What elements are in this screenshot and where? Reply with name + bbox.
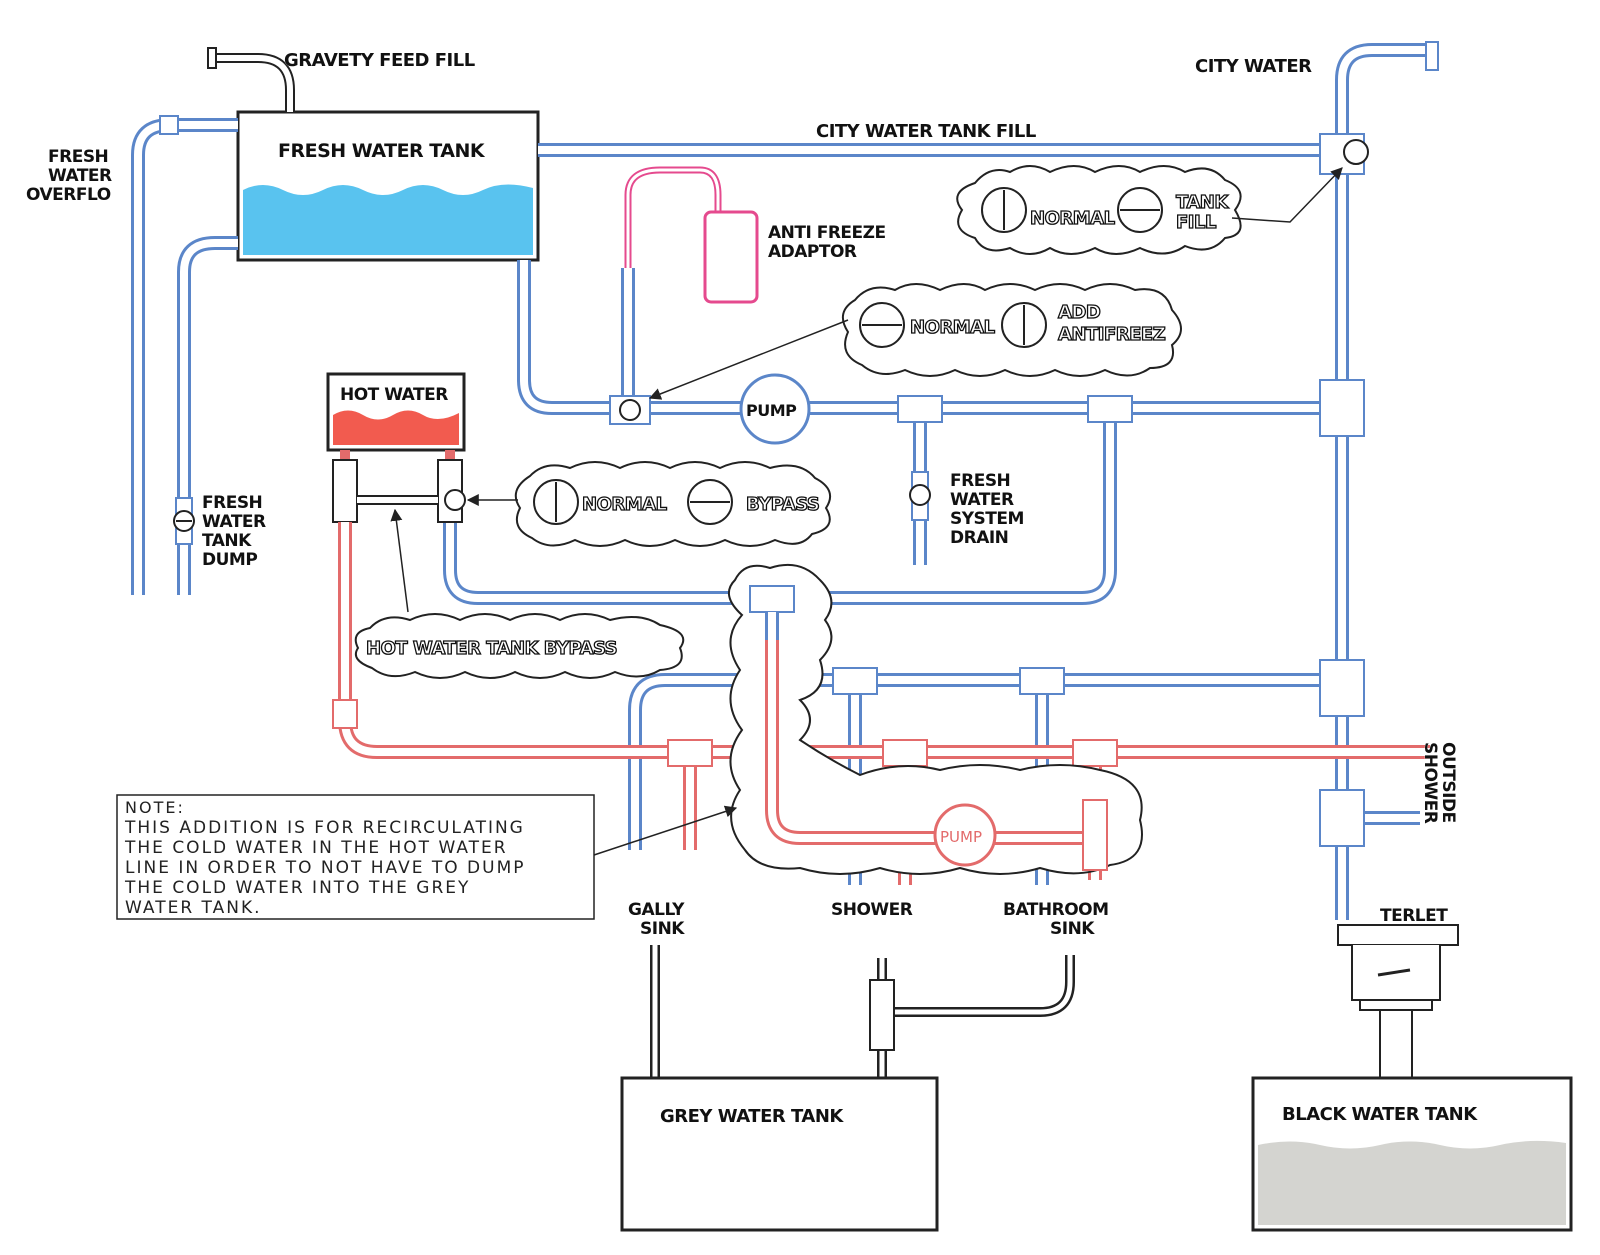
pump-label: PUMP	[746, 401, 797, 420]
fresh-water-overflo-label: FRESH WATER OVERFLO	[26, 147, 113, 205]
recirculation-pump-label: PUMP	[940, 828, 982, 846]
svg-text:WATER: WATER	[48, 166, 112, 186]
gally-sink-label: GALLY SINK	[628, 900, 686, 939]
svg-text:TANK: TANK	[202, 531, 252, 551]
fresh-water-overflow-pipe	[131, 115, 238, 595]
bathroom-sink-label: BATHROOM SINK	[1003, 900, 1109, 939]
svg-text:NORMAL: NORMAL	[1030, 208, 1115, 229]
hot-water-tank-bypass-callout: HOT WATER TANK BYPASS	[354, 508, 685, 679]
svg-text:GALLY: GALLY	[628, 900, 685, 920]
outside-shower-label: OUTSIDE SHOWER	[1420, 742, 1458, 824]
city-fill-valve-callout: NORMAL TANK FILL	[956, 165, 1343, 255]
svg-text:BYPASS: BYPASS	[746, 494, 819, 515]
toilet	[1337, 924, 1459, 1078]
city-fill-valve-icon	[1343, 139, 1369, 165]
bypass-valve-icon	[444, 489, 466, 511]
fresh-water-tank-dump-label: FRESH WATER TANK DUMP	[202, 493, 267, 570]
svg-text:ADD: ADD	[1058, 302, 1100, 323]
hot-water-tank: HOT WATER	[326, 372, 466, 452]
svg-text:ADAPTOR: ADAPTOR	[768, 242, 857, 262]
city-water-label: CITY WATER	[1195, 56, 1312, 77]
fresh-water-tank-label: FRESH WATER TANK	[278, 140, 486, 162]
hot-water-bypass	[332, 450, 466, 523]
svg-text:LINE IN ORDER TO NOT HAVE TO D: LINE IN ORDER TO NOT HAVE TO DUMP	[125, 858, 526, 878]
svg-text:DUMP: DUMP	[202, 550, 257, 570]
pump: PUMP	[739, 373, 811, 445]
city-water-inlet: CITY WATER	[1195, 41, 1439, 920]
anti-freeze-adaptor: ANTI FREEZE ADAPTOR	[624, 166, 886, 304]
bypass-valve-callout: NORMAL BYPASS	[466, 461, 832, 547]
svg-text:ANTIFREEZ: ANTIFREEZ	[1058, 324, 1166, 345]
svg-text:FRESH: FRESH	[48, 147, 108, 167]
antifreeze-valve-callout: NORMAL ADD ANTIFREEZ	[648, 283, 1182, 400]
grey-water-tank: GREY WATER TANK	[620, 1076, 939, 1232]
svg-text:OVERFLO: OVERFLO	[26, 185, 111, 205]
cold-branch-main	[628, 379, 1365, 885]
city-water-tank-fill-label: CITY WATER TANK FILL	[816, 121, 1036, 142]
gravity-feed-fill-label: GRAVETY FEED FILL	[284, 50, 475, 71]
svg-text:DRAIN: DRAIN	[950, 528, 1008, 548]
svg-text:SYSTEM: SYSTEM	[950, 509, 1024, 529]
svg-text:THE COLD WATER INTO THE GREY: THE COLD WATER INTO THE GREY	[124, 878, 470, 898]
fresh-tank-supply-line	[517, 260, 1342, 425]
note-box: NOTE: THIS ADDITION IS FOR RECIRCULATING…	[116, 794, 738, 920]
grey-water-tank-label: GREY WATER TANK	[660, 1106, 844, 1127]
svg-text:SINK: SINK	[1050, 919, 1095, 939]
grey-drain-piping	[650, 945, 1075, 1078]
svg-text:ANTI FREEZE: ANTI FREEZE	[768, 223, 886, 243]
svg-text:BATHROOM: BATHROOM	[1003, 900, 1109, 920]
antifreeze-valve-icon	[619, 399, 641, 421]
svg-text:NORMAL: NORMAL	[910, 317, 995, 338]
svg-text:FRESH: FRESH	[202, 493, 262, 513]
svg-text:WATER: WATER	[950, 490, 1014, 510]
hot-water-tank-bypass-label: HOT WATER TANK BYPASS	[366, 638, 617, 659]
black-water-tank: BLACK WATER TANK	[1251, 1076, 1573, 1232]
svg-text:THE COLD WATER IN THE HOT WATE: THE COLD WATER IN THE HOT WATER	[124, 838, 508, 858]
city-water-tank-fill-line: CITY WATER TANK FILL	[538, 121, 1369, 175]
black-water-tank-label: BLACK WATER TANK	[1282, 1104, 1478, 1125]
svg-text:NORMAL: NORMAL	[582, 494, 667, 515]
svg-text:TANK: TANK	[1176, 192, 1229, 213]
svg-text:THIS ADDITION IS FOR RECIRCULA: THIS ADDITION IS FOR RECIRCULATING	[124, 818, 525, 838]
fresh-water-tank: FRESH WATER TANK	[236, 110, 540, 262]
svg-text:FILL: FILL	[1176, 212, 1216, 233]
outside-shower-cold	[1319, 789, 1420, 847]
svg-text:SINK: SINK	[640, 919, 685, 939]
gravity-feed-fill-pipe: GRAVETY FEED FILL	[207, 47, 475, 112]
shower-label: SHOWER	[831, 900, 913, 920]
fresh-water-tank-dump-pipe	[173, 236, 238, 595]
svg-text:NOTE:: NOTE:	[125, 798, 185, 817]
hot-water-label: HOT WATER	[340, 385, 448, 405]
recirculation-loop: PUMP	[727, 564, 1143, 875]
svg-text:WATER: WATER	[202, 512, 266, 532]
svg-text:OUTSIDE: OUTSIDE	[1438, 742, 1458, 823]
svg-text:SHOWER: SHOWER	[1420, 742, 1440, 824]
terlet-label: TERLET	[1380, 906, 1448, 926]
fresh-water-system-drain: FRESH WATER SYSTEM DRAIN	[897, 395, 1025, 565]
svg-text:WATER TANK.: WATER TANK.	[125, 898, 262, 918]
svg-text:FRESH: FRESH	[950, 471, 1010, 491]
